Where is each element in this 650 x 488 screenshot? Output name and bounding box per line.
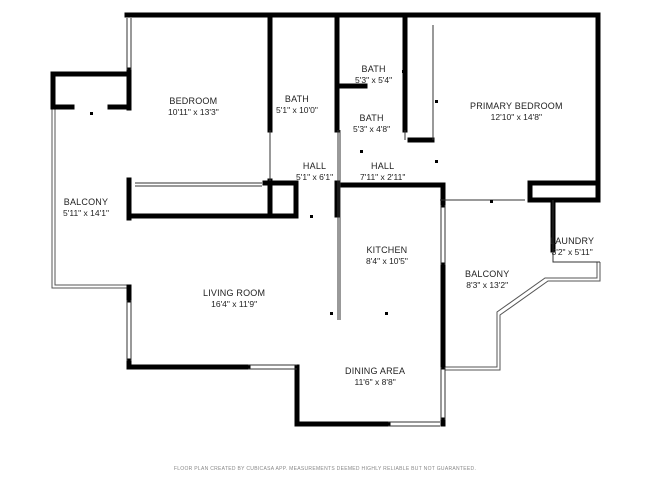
room-dimensions: 7'11" x 2'11" [360,172,406,183]
room-bedroom: BEDROOM 10'11" x 13'3" [168,96,219,118]
room-dimensions: 5'1" x 6'1" [296,172,334,183]
room-balcony-right: BALCONY 8'3" x 13'2" [465,269,509,291]
room-dimensions: 5'11" x 14'1" [63,208,109,219]
room-name: KITCHEN [366,245,408,255]
room-dimensions: 12'10" x 14'8" [490,112,543,123]
balcony-right-railing [442,262,601,371]
room-name: PRIMARY BEDROOM [470,101,563,111]
room-name: BATH [284,94,310,104]
door-markers [90,70,599,315]
room-dining-area: DINING AREA 11'6" x 8'8" [345,366,405,388]
room-primary-bedroom: PRIMARY BEDROOM 12'10" x 14'8" [470,101,563,123]
room-name: BALCONY [63,197,109,207]
room-dimensions: 8'3" x 13'2" [466,280,509,291]
room-hall-1: HALL 5'1" x 6'1" [296,161,333,183]
room-bath-1: BATH 5'1" x 10'0" [276,94,318,116]
partitions [126,18,600,427]
room-dimensions: 11'6" x 8'8" [354,377,396,388]
floor-plan-disclaimer: FLOOR PLAN CREATED BY CUBICASA APP. MEAS… [173,466,477,472]
room-bath-2: BATH 5'3" x 5'4" [355,64,392,86]
room-dimensions: 5'3" x 4'8" [353,124,391,135]
room-dimensions: 3'2" x 5'11" [551,247,593,258]
balcony-left-railing [51,72,127,289]
room-dimensions: 16'4" x 11'9" [211,299,258,310]
room-kitchen: KITCHEN 8'4" x 10'5" [366,245,408,267]
room-living-room: LIVING ROOM 16'4" x 11'9" [203,288,265,310]
room-bath-3: BATH 5'3" x 4'8" [353,113,390,135]
room-name: HALL [302,161,327,171]
room-name: LIVING ROOM [203,288,266,298]
room-name: BALCONY [465,269,510,279]
walls [50,12,601,427]
room-hall-2: HALL 7'11" x 2'11" [360,161,405,183]
room-balcony-left: BALCONY 5'11" x 14'1" [63,197,109,219]
room-name: DINING AREA [345,366,406,376]
room-dimensions: 10'11" x 13'3" [168,107,219,118]
room-dimensions: 8'4" x 10'5" [366,256,408,267]
room-name: BATH [361,64,386,74]
room-laundry: LAUNDRY 3'2" x 5'11" [550,236,594,258]
room-name: BATH [359,113,384,123]
room-dimensions: 5'3" x 5'4" [355,75,393,86]
room-name: LAUNDRY [550,236,595,246]
room-name: HALL [371,161,395,171]
room-name: BEDROOM [169,96,218,106]
room-dimensions: 5'1" x 10'0" [276,105,318,116]
